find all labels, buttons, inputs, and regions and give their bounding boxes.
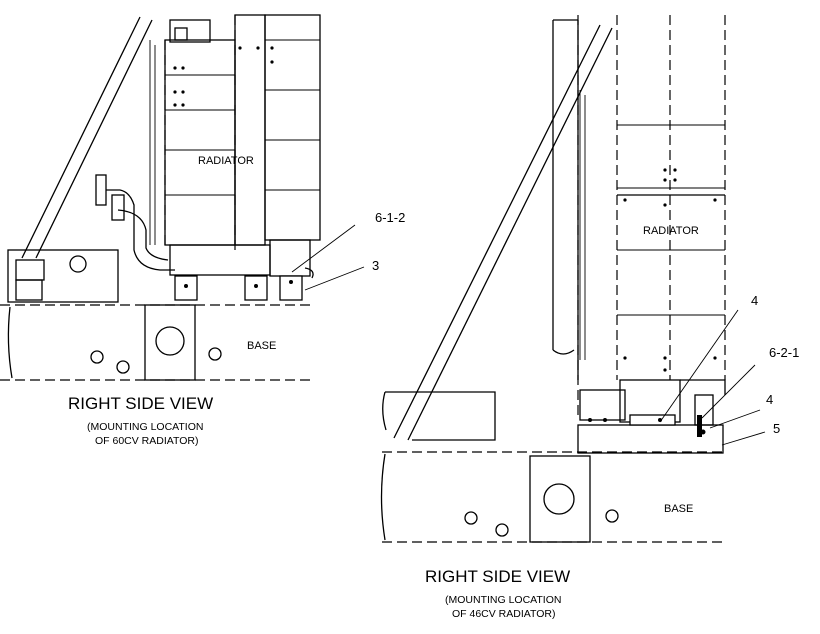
left-base-beam	[0, 304, 310, 381]
left-leader-3	[304, 266, 365, 291]
left-diagonal-strut	[21, 16, 153, 259]
right-leader-5	[721, 431, 766, 446]
right-leader-4a	[659, 309, 739, 423]
right-leader-4b	[709, 409, 761, 429]
right-base-label: BASE	[664, 503, 693, 515]
right-callout-4b: 4	[766, 392, 773, 407]
right-callout-6-2-1: 6-2-1	[769, 345, 799, 360]
left-mounts	[169, 239, 314, 301]
right-radiator	[552, 15, 726, 426]
right-base-beam	[380, 451, 725, 543]
right-mount-plate	[577, 414, 724, 454]
left-base-label: BASE	[247, 340, 276, 352]
left-callout-6-1-2: 6-1-2	[375, 210, 405, 225]
right-leader-6-2-1	[701, 364, 756, 419]
right-caption: RIGHT SIDE VIEW	[425, 567, 570, 586]
right-view: RADIATOR BASE 4 6-2-1 4 5 RIGHT SIDE VIE…	[380, 15, 799, 620]
left-leader-6-1-2	[291, 224, 356, 273]
right-step-block	[382, 391, 496, 441]
right-radiator-label: RADIATOR	[643, 225, 699, 237]
right-diagonal-strut	[393, 24, 613, 441]
left-subcaption-1: (MOUNTING LOCATION	[87, 421, 203, 433]
left-subcaption-2: OF 60CV RADIATOR)	[95, 435, 198, 447]
left-view: RADIATOR BASE 6-1-2 3 RIGHT SIDE VIEW (M…	[0, 14, 405, 447]
right-callout-5: 5	[773, 421, 780, 436]
right-subcaption-1: (MOUNTING LOCATION	[445, 594, 561, 606]
left-pump-assembly	[7, 174, 175, 303]
right-subcaption-2: OF 46CV RADIATOR)	[452, 608, 555, 620]
left-radiator-label: RADIATOR	[198, 155, 254, 167]
left-radiator	[149, 14, 321, 250]
right-callout-4a: 4	[751, 293, 758, 308]
left-caption: RIGHT SIDE VIEW	[68, 394, 213, 413]
left-callout-3: 3	[372, 258, 379, 273]
